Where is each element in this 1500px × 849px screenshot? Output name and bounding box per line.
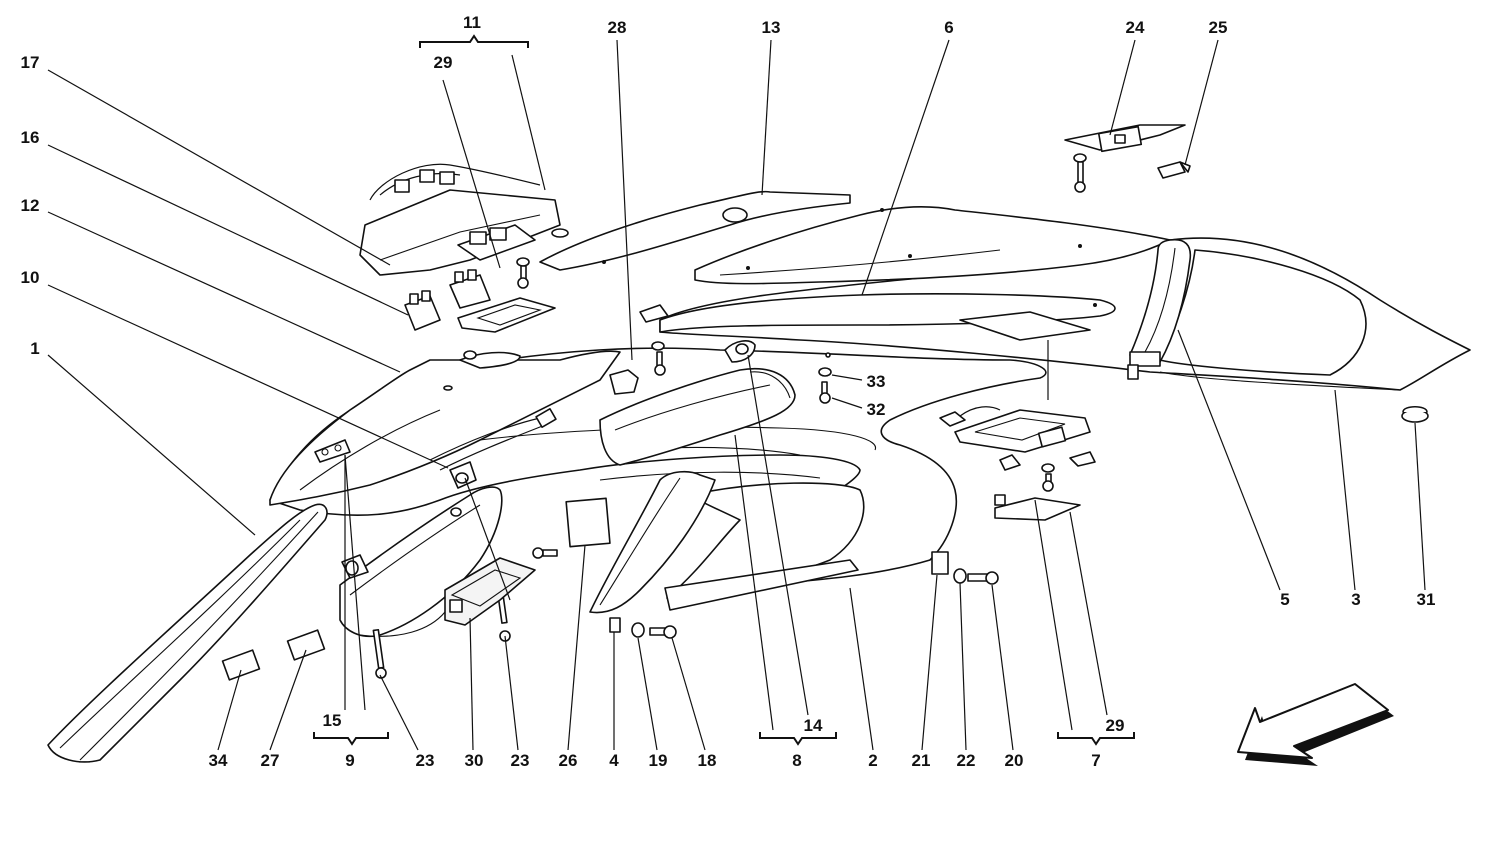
pillar-trim-inner: [589, 470, 716, 639]
callout-8: 8: [792, 751, 801, 770]
bracket-24: [1064, 124, 1186, 193]
callout-16: 16: [21, 128, 40, 147]
callout-4: 4: [609, 751, 619, 770]
plug-31: [1401, 405, 1429, 423]
callout-labels: 1 2 3 4 5 6 7 8 9 10 11 12 13 14 15 16 1…: [21, 13, 1436, 770]
overhead-console-11: [359, 163, 569, 333]
interior-light: [939, 311, 1096, 521]
callout-12: 12: [21, 196, 40, 215]
callout-28: 28: [608, 18, 627, 37]
callout-29-bottom: 29: [1106, 716, 1125, 735]
side-window-frame: [664, 482, 865, 611]
callout-10: 10: [21, 268, 40, 287]
vanity-mirror: [444, 557, 536, 626]
callout-25: 25: [1209, 18, 1228, 37]
callout-18: 18: [698, 751, 717, 770]
callout-14: 14: [804, 716, 823, 735]
callout-13: 13: [762, 18, 781, 37]
leader-lines: [47, 39, 1426, 751]
callout-23-left: 23: [416, 751, 435, 770]
rear-trim-strip: [539, 190, 1097, 307]
group-braces: [313, 34, 1135, 746]
callout-23-right: 23: [511, 751, 530, 770]
clip-28: [609, 304, 669, 395]
label-sticker-34: [221, 649, 261, 681]
wiring-harness: [429, 350, 557, 489]
callout-31: 31: [1417, 590, 1436, 609]
callout-1: 1: [30, 339, 39, 358]
sun-visor-right: [599, 340, 796, 466]
callout-2: 2: [868, 751, 877, 770]
sun-visor-left: [339, 486, 503, 638]
callout-22: 22: [957, 751, 976, 770]
callout-21: 21: [912, 751, 931, 770]
a-pillar-trim: [47, 503, 328, 763]
callout-19: 19: [649, 751, 668, 770]
callout-33: 33: [867, 372, 886, 391]
callout-27: 27: [261, 751, 280, 770]
fixings-20-21-22: [931, 551, 999, 585]
callout-5: 5: [1280, 590, 1289, 609]
callout-26: 26: [559, 751, 578, 770]
callout-17: 17: [21, 53, 40, 72]
callout-30: 30: [465, 751, 484, 770]
switch-16-17: [404, 269, 491, 331]
callout-9: 9: [345, 751, 354, 770]
callout-24: 24: [1126, 18, 1145, 37]
clip-26-screw: [532, 547, 558, 559]
callout-15: 15: [323, 711, 342, 730]
callout-7: 7: [1091, 751, 1100, 770]
callout-29-top: 29: [434, 53, 453, 72]
callout-20: 20: [1005, 751, 1024, 770]
label-sticker-27: [286, 629, 326, 661]
b-pillar-trim: [1127, 238, 1192, 380]
forward-direction-arrow: [1237, 683, 1394, 766]
callout-34: 34: [209, 751, 228, 770]
screw-23-right: [497, 593, 511, 642]
callout-11: 11: [463, 13, 481, 32]
callout-3: 3: [1351, 590, 1360, 609]
callout-32: 32: [867, 400, 886, 419]
screws-32-33: [818, 352, 832, 404]
front-header-trim: [269, 350, 621, 506]
label-sticker-26: [565, 497, 611, 548]
screw-23-left: [372, 628, 387, 679]
callout-6: 6: [944, 18, 953, 37]
